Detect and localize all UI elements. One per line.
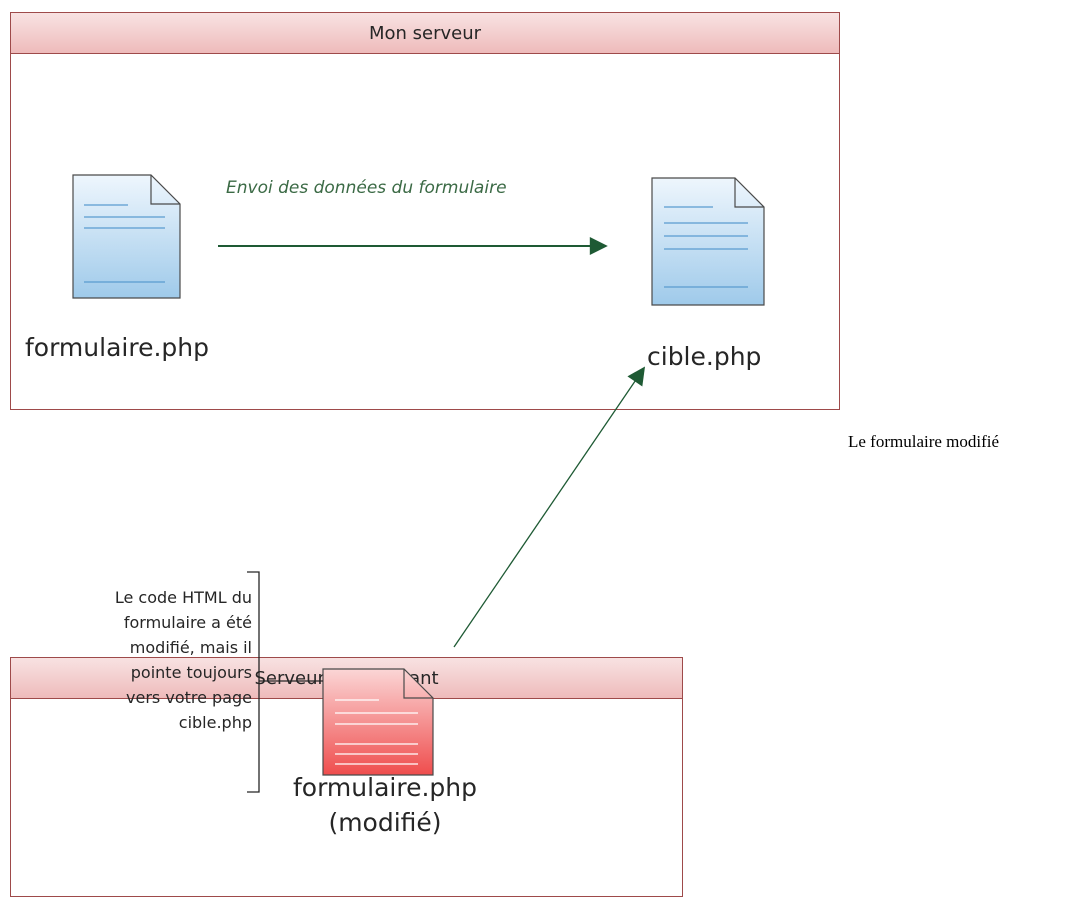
target-file-label: cible.php [647,342,762,371]
note-line: Le code HTML du [114,588,252,607]
modified-form-sublabel: (modifié) [328,808,442,837]
note-line: vers votre page [126,688,252,707]
note-line: cible.php [178,713,252,732]
modified-form-document-icon [322,668,434,776]
my-server-header: Mon serveur [11,13,839,54]
attacker-server-box: Serveur du méchant [10,657,683,897]
flow-label: Envoi des données du formulaire [226,178,507,198]
target-document-icon [651,177,765,306]
note-line: modifié, mais il [129,638,252,657]
attack-note: Le code HTML du formulaire a été modifié… [18,585,252,735]
malicious-submit-arrow [453,366,646,648]
form-file-label: formulaire.php [25,333,209,362]
diagram-canvas [72,174,765,793]
modified-form-file-label: formulaire.php [293,773,477,802]
form-document-icon [72,174,181,299]
note-line: pointe toujours [130,663,252,682]
figure-caption: Le formulaire modifié [848,432,1000,451]
note-bracket [247,571,260,793]
note-line: formulaire a été [123,613,252,632]
